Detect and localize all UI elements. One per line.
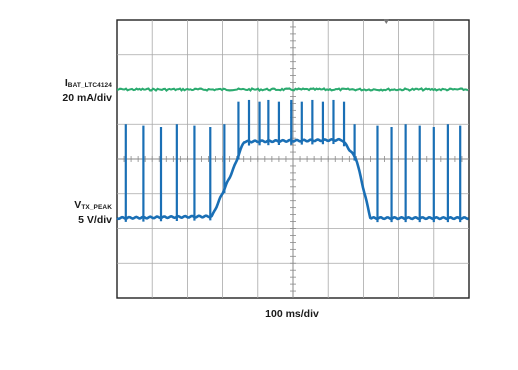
time-scale-label: 100 ms/div: [265, 308, 319, 320]
ibat-scale: 20 mA/div: [62, 92, 112, 104]
vtx-channel-label: VTX_PEAK 5 V/div: [74, 199, 112, 227]
vtx-scale: 5 V/div: [78, 214, 112, 226]
graticule: [116, 19, 470, 299]
vtx-trace: [116, 137, 469, 221]
vtx-label-main: V: [74, 199, 82, 211]
ibat-label-sub: BAT_LTC4124: [67, 82, 112, 89]
vtx-label-sub: TX_PEAK: [81, 204, 112, 211]
ibat-label-main: I: [64, 77, 68, 89]
traces: [116, 87, 469, 223]
ibat-channel-label: IBAT_LTC4124 20 mA/div: [62, 77, 112, 105]
trigger-marker: [383, 19, 390, 24]
ibat-trace: [116, 87, 469, 93]
